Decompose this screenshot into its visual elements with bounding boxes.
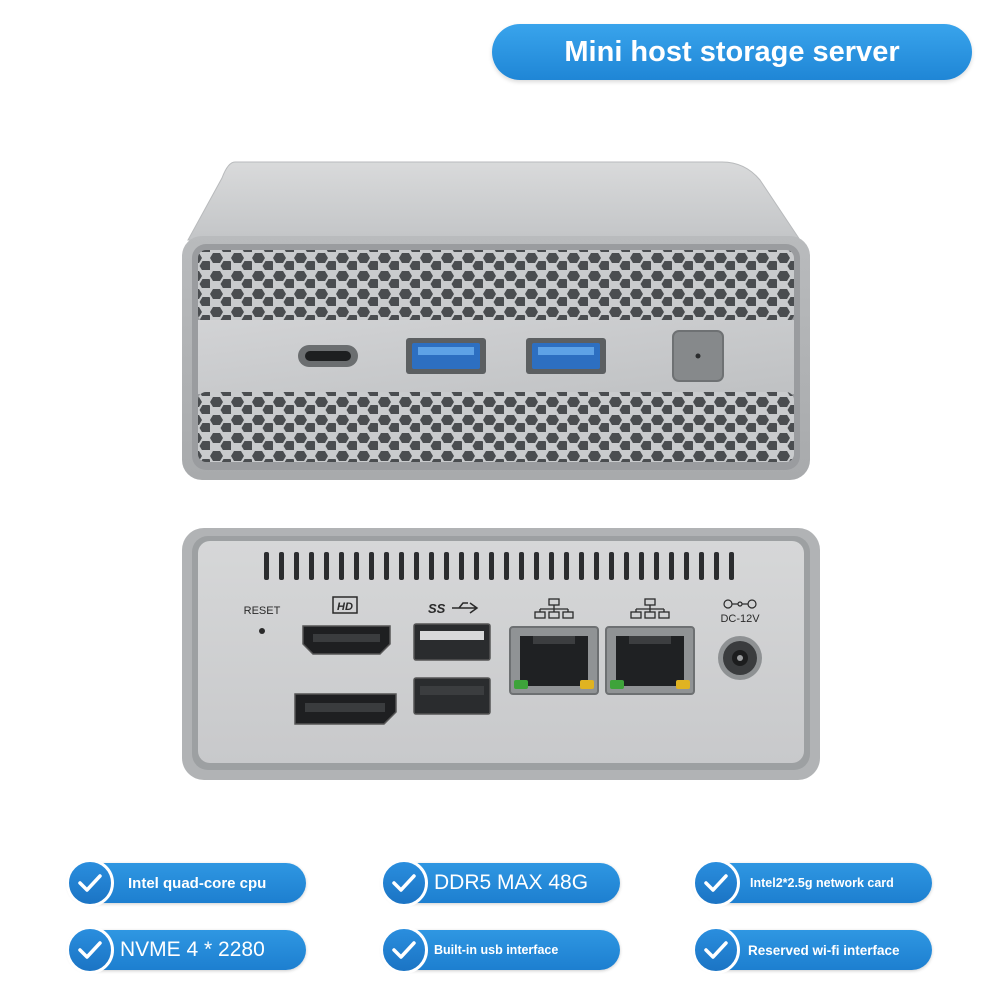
check-icon — [692, 859, 740, 907]
usb-a-port-icon — [413, 623, 491, 661]
feature-item: NVME 4 * 2280 — [66, 926, 306, 974]
check-icon — [380, 926, 428, 974]
usb-c-port-icon — [298, 345, 358, 367]
power-button-icon — [672, 330, 724, 382]
check-icon — [692, 926, 740, 974]
usb-logo: SS — [428, 601, 479, 616]
feature-label: DDR5 MAX 48G — [434, 871, 589, 894]
vent-slots — [264, 552, 734, 580]
feature-label: Intel quad-core cpu — [128, 874, 267, 892]
ethernet-port-icon — [605, 626, 695, 695]
reset-label: RESET — [244, 605, 281, 617]
feature-item: Built-in usb interface — [380, 926, 620, 974]
check-icon — [66, 926, 114, 974]
page-title: Mini host storage server — [564, 35, 900, 68]
usb-a-port-icon — [526, 338, 606, 374]
reset-hole — [259, 628, 265, 634]
hdmi-port-icon — [302, 625, 391, 655]
ethernet-port-icon — [509, 626, 599, 695]
usb-a-port-icon — [413, 677, 491, 715]
feature-item: Intel quad-core cpu — [66, 859, 306, 907]
dc-jack-icon — [718, 636, 762, 680]
hdmi-logo: HD — [332, 596, 358, 614]
usb-a-port-icon — [406, 338, 486, 374]
feature-label: NVME 4 * 2280 — [120, 938, 265, 961]
feature-item: DDR5 MAX 48G — [380, 859, 620, 907]
front-view — [182, 161, 810, 480]
network-logo — [534, 598, 574, 619]
feature-label: Intel2*2.5g network card — [750, 876, 894, 890]
hdmi-label: HD — [337, 601, 353, 613]
title-banner: Mini host storage server — [492, 24, 972, 80]
feature-item: Reserved wi-fi interface — [692, 926, 932, 974]
dc-polarity-icon — [723, 599, 757, 609]
check-icon — [66, 859, 114, 907]
feature-item: Intel2*2.5g network card — [692, 859, 932, 907]
rear-view: RESET HD SS — [182, 528, 820, 780]
displayport-icon — [294, 693, 397, 725]
network-logo — [630, 598, 670, 619]
feature-label: Reserved wi-fi interface — [748, 942, 900, 958]
check-icon — [380, 859, 428, 907]
feature-label: Built-in usb interface — [434, 943, 559, 957]
usb-label: SS — [428, 601, 446, 616]
dc-label: DC-12V — [720, 613, 760, 625]
